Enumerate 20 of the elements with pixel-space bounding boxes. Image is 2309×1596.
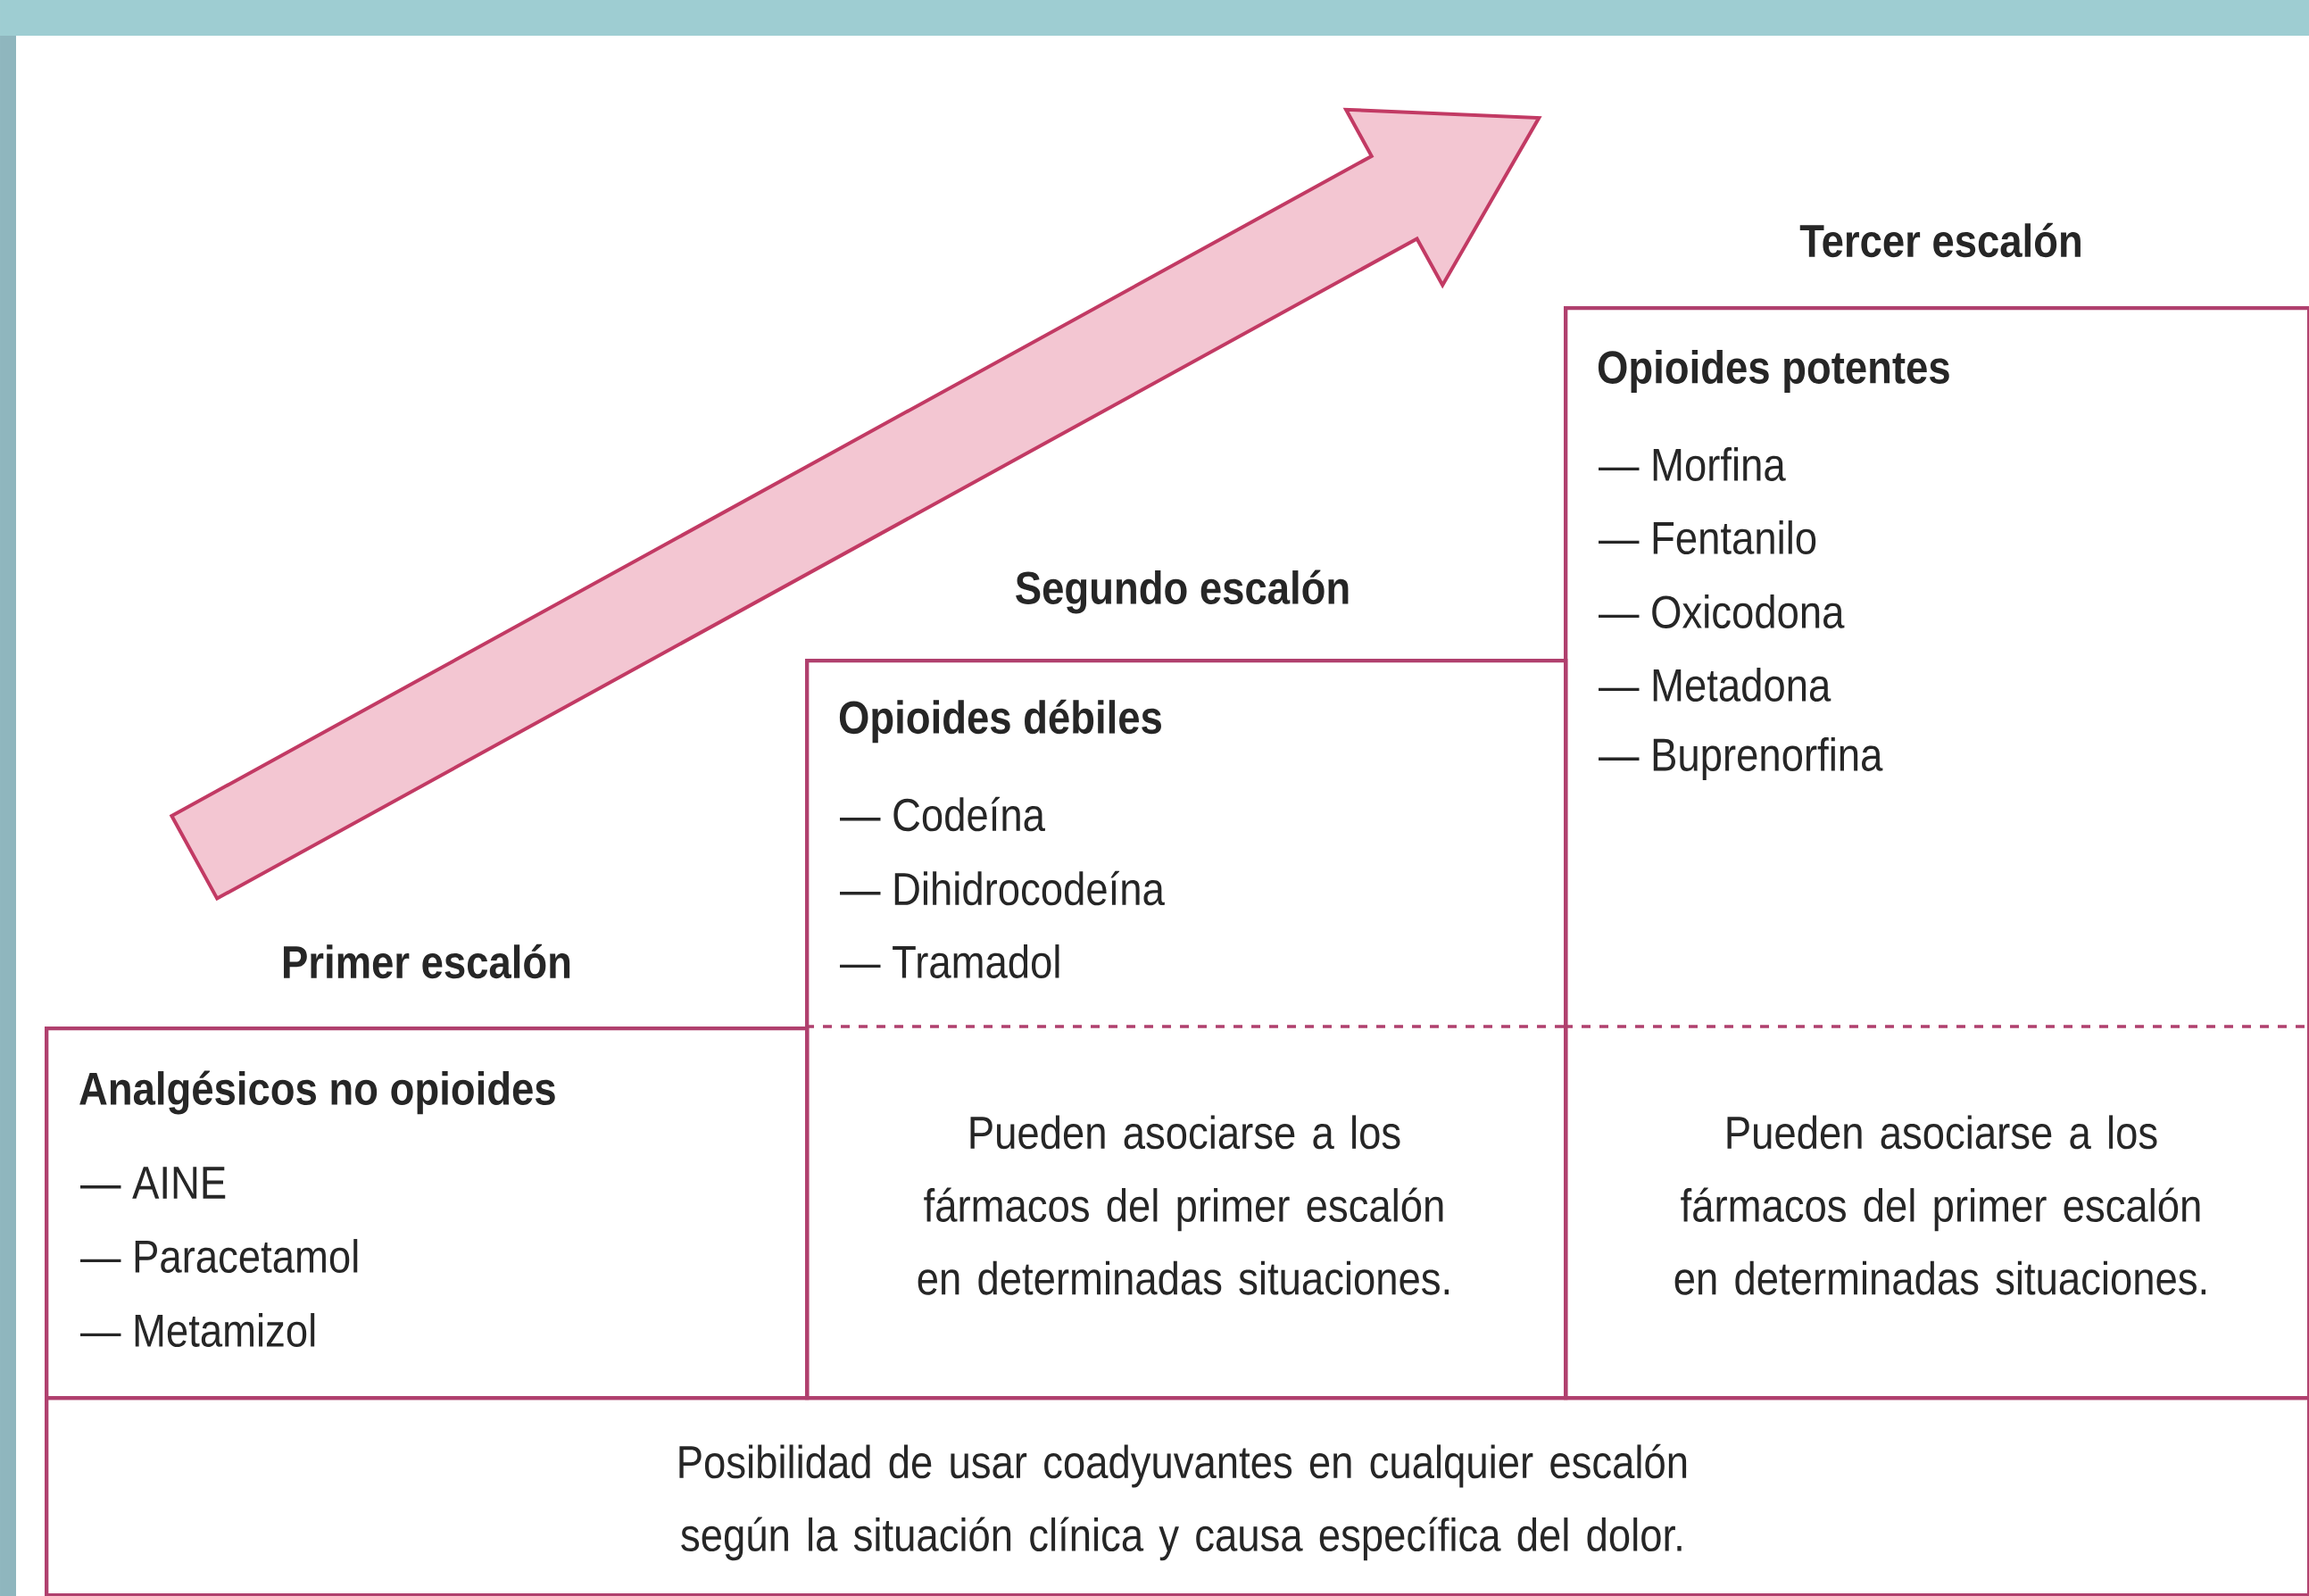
list-item: — Buprenorfina	[1599, 736, 1883, 781]
box-title: Analgésicos no opioides	[79, 1070, 555, 1115]
list-item: — Paracetamol	[80, 1239, 358, 1273]
step-heading: Primer escalón	[284, 943, 570, 979]
list-item: — Metadona	[1599, 668, 1831, 702]
list-item: — Tramadol	[840, 944, 1059, 978]
list-item: — Dihidrocodeína	[840, 870, 1165, 906]
box-title: Opioides potentes	[1598, 349, 1949, 394]
step-heading: Tercer escalón	[1799, 222, 2081, 258]
list-item: — Morfina	[1599, 447, 1786, 481]
list-item: — Oxicodona	[1599, 594, 1845, 628]
list-item: — Fentanilo	[1599, 520, 1816, 554]
list-item: — Codeína	[840, 796, 1045, 832]
step-heading: Segundo escalón	[1016, 569, 1349, 614]
note-text: Pueden asociarse a los fármacos del primer escalón en determinadas situaciones.	[918, 1115, 1449, 1295]
box-title: Opioides débiles	[839, 699, 1161, 744]
list-item: — AINE	[80, 1167, 226, 1199]
note-text: Pueden asociarse a los fármacos del primer escalón en determinadas situaciones.	[1674, 1115, 2206, 1295]
list-item: — Metamizol	[80, 1313, 315, 1347]
footer-text: Posibilidad de usar coadyuvantes en cualquier escalón según la situación clínica y causa específica del dolor.	[679, 1443, 1687, 1561]
